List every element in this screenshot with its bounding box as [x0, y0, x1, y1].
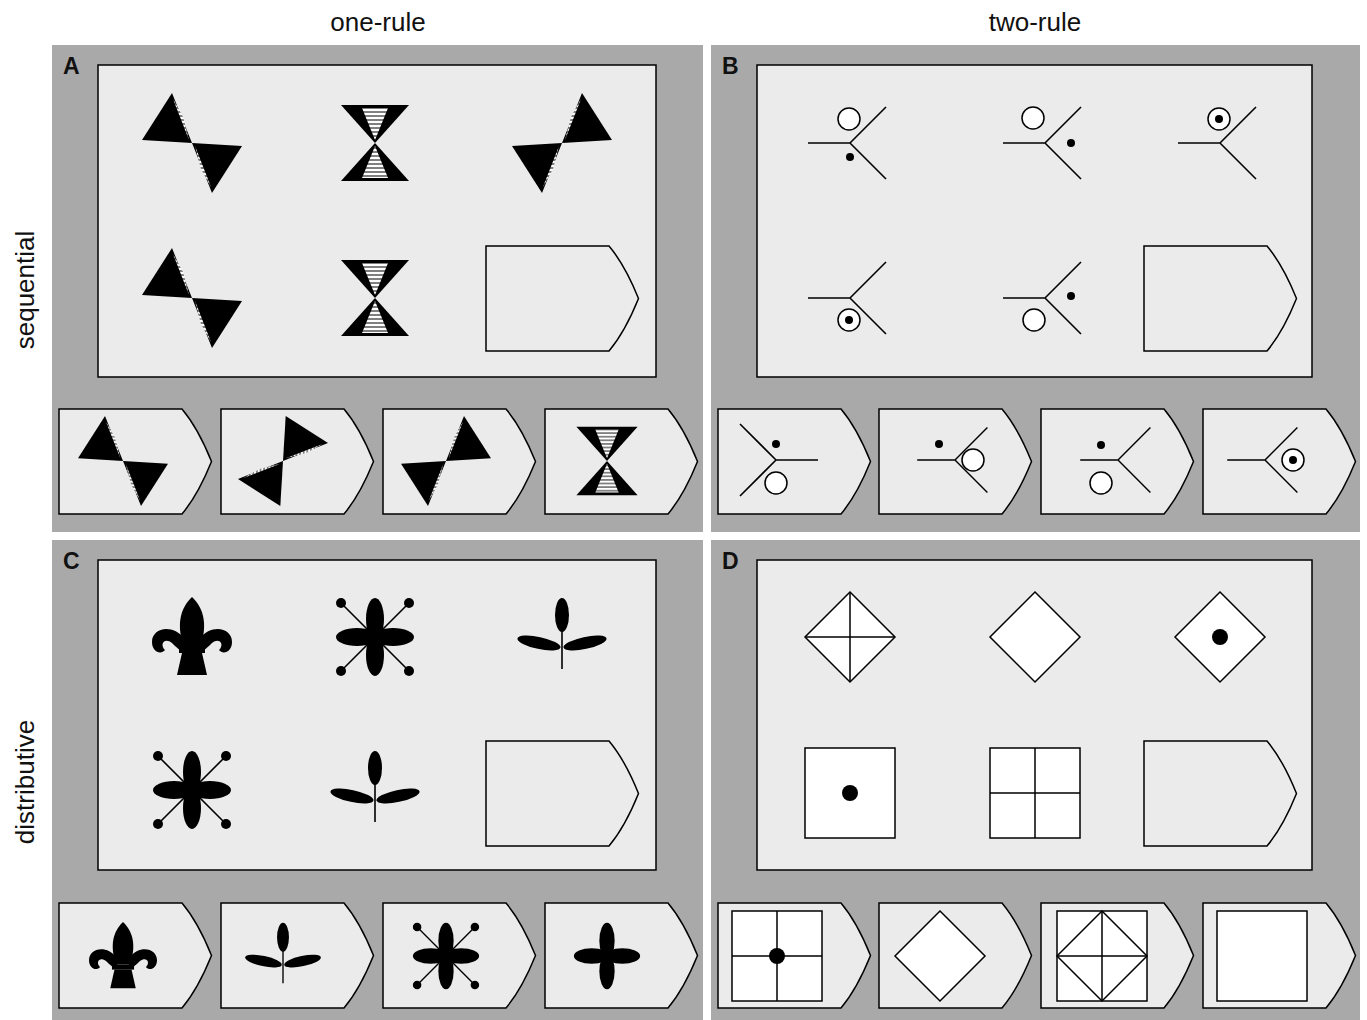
- flower-figure: [574, 923, 640, 989]
- answer-tile: [879, 903, 1032, 1008]
- answer-tile: [383, 409, 536, 514]
- matrix-panel: A: [52, 45, 703, 532]
- star-figure: [153, 751, 231, 829]
- pinwheel-figure: [401, 416, 491, 506]
- pinwheel-figure: [142, 93, 242, 193]
- pinwheel-figure: [78, 416, 168, 506]
- panel-letter: C: [63, 548, 80, 574]
- branch-figure: [1178, 107, 1256, 179]
- branch-figure: [808, 262, 886, 334]
- square-figure: [805, 748, 895, 838]
- answer-tile: [718, 903, 871, 1008]
- matrix-box: [98, 65, 656, 377]
- answer-tile: [383, 903, 536, 1008]
- answer-tile: [1041, 903, 1194, 1008]
- branch-figure: [1080, 428, 1150, 494]
- panel-ground: [52, 540, 703, 1020]
- star-figure: [336, 598, 414, 676]
- sprout-figure: [329, 751, 421, 822]
- branch-figure: [917, 428, 987, 493]
- diamond-figure: [1175, 592, 1265, 682]
- matrix-panel: B: [711, 45, 1360, 532]
- square-diamond-figure: [1057, 911, 1147, 1001]
- answer-tile: [545, 409, 698, 514]
- square-figure: [990, 748, 1080, 838]
- answer-tile: [1203, 409, 1356, 514]
- hourglass-figure: [341, 105, 409, 181]
- panel-ground: [711, 540, 1360, 1020]
- blank-tile: [1144, 246, 1297, 351]
- answer-tile: [221, 409, 374, 514]
- branch-figure: [1003, 262, 1081, 334]
- blank-tile: [486, 246, 639, 351]
- answer-tile: [59, 409, 212, 514]
- panel-ground: [711, 45, 1360, 532]
- matrix-panel: D: [711, 540, 1360, 1020]
- answer-tile: [1041, 409, 1194, 514]
- answer-tile: [221, 903, 374, 1008]
- pinwheel-figure: [512, 93, 612, 193]
- square-figure: [732, 911, 822, 1001]
- fleur-figure: [152, 597, 232, 675]
- answer-tile: [545, 903, 698, 1008]
- fleur-figure: [89, 922, 157, 988]
- matrix-panel: C: [52, 540, 703, 1020]
- blank-tile: [1144, 741, 1297, 846]
- blank-tile: [486, 741, 639, 846]
- panel-ground: [52, 45, 703, 532]
- answer-tile: [879, 409, 1032, 514]
- hourglass-figure: [341, 260, 409, 336]
- answer-tile: [718, 409, 871, 514]
- column-label: two-rule: [989, 7, 1081, 37]
- branch-figure: [1227, 428, 1304, 493]
- hourglass-figure: [576, 427, 637, 495]
- panel-letter: B: [722, 53, 739, 79]
- column-label: one-rule: [330, 7, 425, 37]
- branch-figure: [808, 107, 886, 179]
- row-label: sequential: [10, 231, 40, 350]
- pinwheel-figure: [142, 248, 242, 348]
- sprout-figure: [516, 598, 608, 669]
- matrix-box: [757, 560, 1312, 870]
- answer-tile: [59, 903, 212, 1008]
- star-figure: [413, 923, 479, 989]
- answer-tile: [1203, 903, 1356, 1008]
- panel-letter: A: [63, 53, 80, 79]
- diamond-figure: [895, 911, 985, 1001]
- branch-figure: [740, 424, 818, 496]
- panel-letter: D: [722, 548, 739, 574]
- square-figure: [1217, 911, 1307, 1001]
- diamond-figure: [805, 592, 895, 682]
- pinwheel-figure: [238, 416, 328, 506]
- matrix-box: [98, 560, 656, 870]
- branch-figure: [1003, 107, 1081, 179]
- matrix-box: [757, 65, 1312, 377]
- sprout-figure: [244, 923, 322, 983]
- diamond-figure: [990, 592, 1080, 682]
- row-label: distributive: [10, 720, 40, 844]
